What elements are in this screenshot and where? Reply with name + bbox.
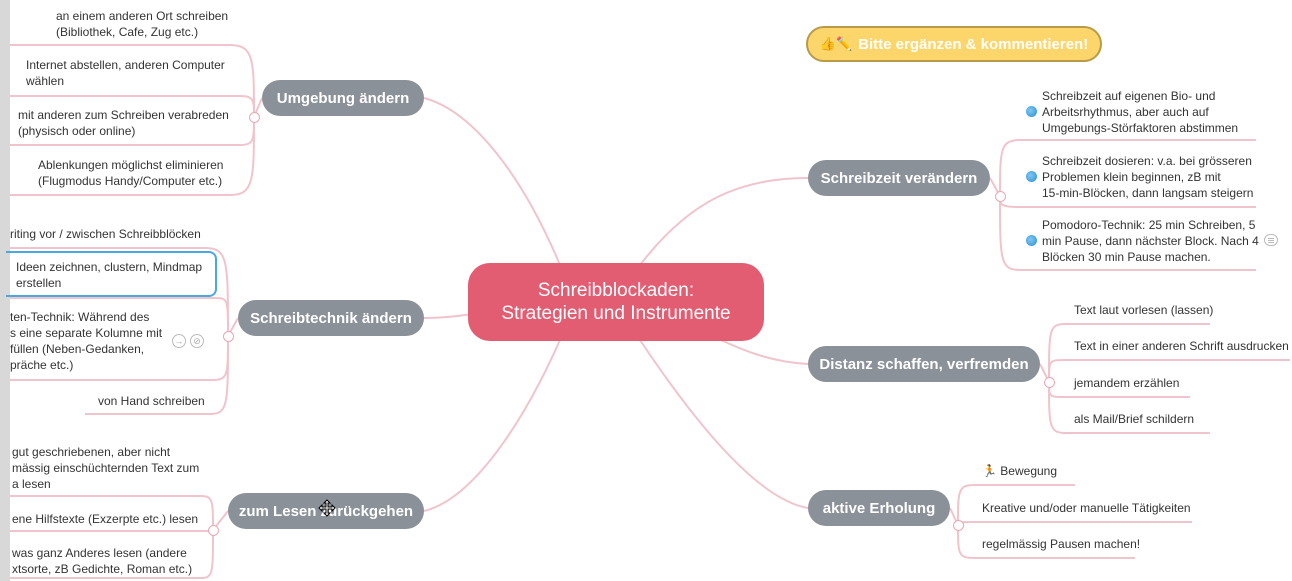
branch-distanz[interactable]: Distanz schaffen, verfremden [808, 346, 1040, 382]
leaf-umgebung-internet[interactable]: Internet abstellen, anderen Computer wäh… [26, 58, 225, 88]
thumbs-pencil-icon: 👍✏️ [819, 36, 853, 51]
leaf-distanz-mail[interactable]: als Mail/Brief schildern [1074, 412, 1195, 426]
collapse-dot[interactable] [249, 112, 260, 123]
leaf-umgebung-verabreden[interactable]: mit anderen zum Schreiben verabreden (ph… [18, 108, 229, 138]
comment-callout[interactable]: 👍✏️ Bitte ergänzen & kommentieren! [806, 26, 1102, 62]
info-dot-icon [1026, 235, 1037, 246]
leaf-distanz-erzaehlen[interactable]: jemandem erzählen [1074, 376, 1180, 390]
info-dot-icon [1026, 106, 1037, 117]
branch-schreibtechnik[interactable]: Schreibtechnik ändern [238, 300, 424, 336]
branch-schreibzeit[interactable]: Schreibzeit verändern [808, 160, 990, 196]
window-edge [0, 0, 10, 581]
collapse-dot[interactable] [223, 331, 234, 342]
leaf-lesen-gut[interactable]: gut geschriebenen, aber nicht mässig ein… [12, 445, 200, 491]
branch-erholung[interactable]: aktive Erholung [808, 490, 950, 526]
collapse-dot[interactable] [953, 520, 964, 531]
central-topic-line1: Schreibblockaden: [537, 280, 695, 301]
leaf-technik-kolumne[interactable]: ten-Technik: Während des s eine separate… [10, 310, 163, 372]
leaf-lesen-hilfstexte[interactable]: ene Hilfstexte (Exzerpte etc.) lesen [12, 512, 199, 526]
leaf-erholung-bewegung[interactable]: 🏃 Bewegung [982, 464, 1058, 478]
collapse-dot[interactable] [208, 525, 219, 536]
leaf-erholung-pausen[interactable]: regelmässig Pausen machen! [982, 537, 1141, 551]
selection-highlight [6, 251, 217, 297]
leaf-lesen-anderes[interactable]: was ganz Anderes lesen (andere xtsorte, … [12, 546, 193, 576]
leaf-erholung-kreativ[interactable]: Kreative und/oder manuelle Tätigkeiten [982, 501, 1191, 515]
arrow-right-icon[interactable]: → [172, 334, 186, 348]
leaf-schreibzeit-pomodoro[interactable]: Pomodoro-Technik: 25 min Schreiben, 5 mi… [1042, 218, 1259, 264]
leaf-technik-hand[interactable]: von Hand schreiben [98, 394, 205, 408]
running-person-icon: 🏃 [982, 464, 997, 478]
leaf-umgebung-ort[interactable]: an einem anderen Ort schreiben (Biblioth… [56, 9, 229, 39]
central-topic[interactable]: Schreibblockaden: Strategien und Instrum… [468, 263, 764, 341]
leaf-umgebung-ablenkungen[interactable]: Ablenkungen möglichst eliminieren (Flugm… [38, 158, 224, 188]
leaf-technik-ideen[interactable]: Ideen zeichnen, clustern, Mindmap erstel… [16, 260, 203, 290]
callout-text: Bitte ergänzen & kommentieren! [858, 35, 1089, 53]
leaf-distanz-vorlesen[interactable]: Text laut vorlesen (lassen) [1074, 303, 1214, 317]
attachment-icon[interactable]: ⊘ [190, 334, 204, 348]
leaf-schreibzeit-rhythmus[interactable]: Schreibzeit auf eigenen Bio- und Arbeits… [1042, 89, 1239, 135]
move-cursor-icon [318, 499, 336, 517]
info-dot-icon [1026, 171, 1037, 182]
leaf-technik-freewriting[interactable]: riting vor / zwischen Schreibblöcken [10, 227, 201, 241]
collapse-dot[interactable] [1044, 377, 1055, 388]
central-topic-line2: Strategien und Instrumente [501, 303, 731, 324]
leaf-schreibzeit-dosieren[interactable]: Schreibzeit dosieren: v.a. bei grösseren… [1042, 154, 1254, 200]
branch-umgebung[interactable]: Umgebung ändern [262, 80, 424, 116]
note-icon[interactable] [1264, 234, 1278, 246]
leaf-distanz-schrift[interactable]: Text in einer anderen Schrift ausdrucken [1074, 339, 1289, 353]
collapse-dot[interactable] [995, 191, 1006, 202]
